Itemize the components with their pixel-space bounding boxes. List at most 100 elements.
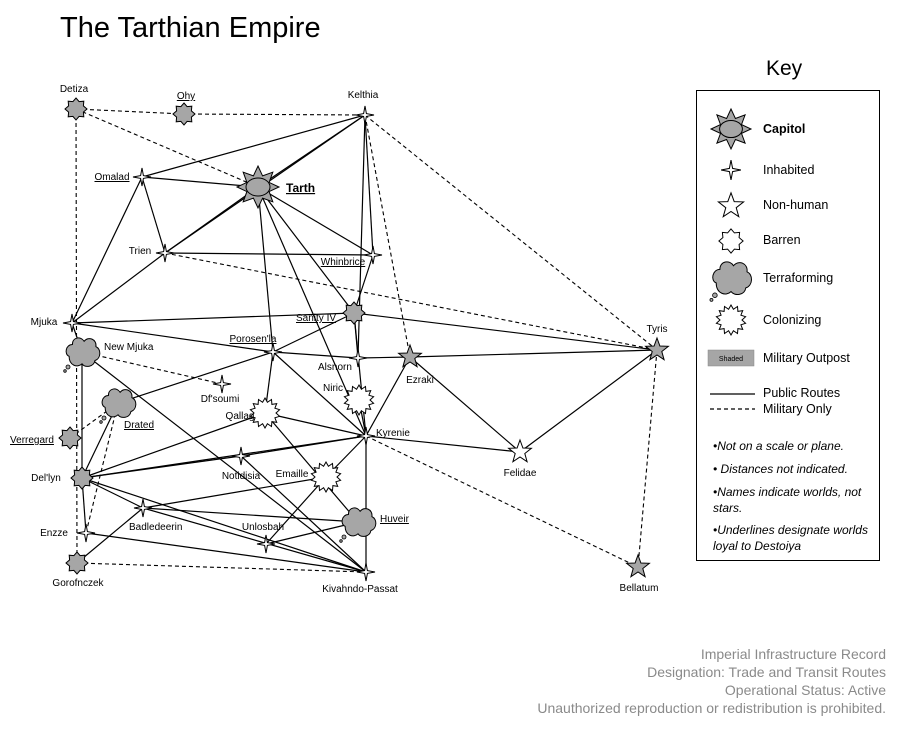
world-label: Gorofnczek	[52, 578, 104, 589]
public-route-line	[141, 176, 166, 254]
world-label: Felidae	[504, 468, 537, 479]
nonhuman-world-icon	[397, 343, 423, 368]
world-ezraki: Ezraki	[397, 343, 434, 386]
barren-world-icon	[342, 301, 366, 325]
public-route-line	[519, 349, 658, 453]
public-route-line	[409, 356, 521, 453]
public-route-line	[141, 176, 259, 188]
public-route-line	[142, 476, 327, 509]
public-route-line	[81, 455, 242, 479]
world-felidae: Felidae	[504, 438, 537, 479]
world-label: Verregard	[10, 435, 54, 446]
key-inhabited-icon	[721, 160, 741, 180]
world-label: Emaille	[276, 469, 309, 480]
public-route-line	[117, 351, 274, 404]
key-military-outpost-label: Military Outpost	[763, 351, 850, 365]
key-terraforming-icon	[709, 261, 752, 302]
key-nonhuman-label: Non-human	[763, 198, 829, 212]
world-notidisia: Notidisia	[222, 446, 261, 482]
inhabited-world-icon	[231, 446, 251, 466]
world-label: Badledeerin	[129, 522, 182, 533]
nonhuman-world-icon	[625, 553, 651, 578]
world-label: Del'lyn	[31, 473, 61, 484]
footer-line: Designation: Trade and Transit Routes	[647, 664, 886, 680]
military-route-line	[364, 114, 411, 358]
key-terraforming-label: Terraforming	[763, 271, 834, 285]
terraforming-world-icon	[339, 507, 377, 543]
key-legend	[696, 90, 880, 561]
key-public-routes-label: Public Routes	[763, 386, 841, 400]
world-kyrenie: Kyrenie	[356, 426, 410, 446]
public-route-line	[81, 412, 266, 479]
public-route-line	[141, 114, 366, 178]
barren-world-icon	[172, 102, 196, 126]
public-route-line	[71, 312, 355, 324]
public-route-line	[240, 435, 367, 457]
world-label: Whinbrice	[321, 257, 366, 268]
world-label: Mjuka	[31, 317, 58, 328]
inhabited-world-icon	[355, 105, 375, 125]
terraforming-world-icon	[63, 337, 101, 373]
world-qallag: Qallag	[226, 396, 281, 430]
inhabited-world-icon	[62, 313, 82, 333]
key-capitol-label: Capitol	[763, 122, 806, 136]
world-whinbrice: Whinbrice	[321, 245, 383, 268]
key-note: •Names indicate worlds, not stars.	[713, 485, 862, 515]
military-route-line	[75, 108, 259, 188]
footer-line: Unauthorized reproduction or redistribut…	[537, 700, 886, 716]
key-barren-label: Barren	[763, 233, 801, 247]
world-mjuka: Mjuka	[31, 313, 82, 333]
public-route-line	[81, 351, 367, 573]
world-label: Enzze	[40, 528, 68, 539]
inhabited-world-icon	[256, 534, 276, 554]
key-note: •Underlines designate worlds loyal to De…	[713, 523, 868, 553]
key-barren-icon	[718, 228, 744, 254]
world-unlosbah: Unlosbah	[242, 522, 284, 554]
key-nonhuman-icon	[717, 191, 745, 218]
public-route-line	[357, 114, 366, 359]
world-label: Ohy	[177, 91, 195, 102]
world-label: Tyris	[646, 324, 667, 335]
key-shaded-chip-label: Shaded	[719, 356, 743, 363]
colonizing-world-icon	[249, 396, 281, 430]
public-route-line	[164, 186, 259, 254]
military-route-line	[637, 349, 658, 568]
key-note: • Distances not indicated.	[713, 462, 848, 476]
key-colonizing-label: Colonizing	[763, 313, 822, 327]
public-route-line	[76, 507, 144, 564]
public-route-line	[257, 186, 374, 256]
world-badledeerin: Badledeerin	[129, 498, 182, 533]
world-kivahndo: Kivahndo-Passat	[322, 562, 398, 595]
barren-world-icon	[64, 97, 88, 121]
world-label: Kivahndo-Passat	[322, 584, 398, 595]
world-gorofnczek: Gorofnczek	[52, 551, 105, 589]
public-route-line	[365, 356, 411, 437]
inhabited-world-icon	[132, 167, 152, 187]
world-sanity: Sanity IV	[296, 301, 366, 325]
key-symbols: Shaded	[707, 107, 755, 410]
public-route-line	[257, 186, 355, 314]
world-label: Trien	[129, 246, 151, 257]
world-label: Niric	[323, 383, 343, 394]
world-alsnorn: Alsnorn	[318, 348, 368, 373]
world-label: Sanity IV	[296, 313, 336, 324]
inhabited-world-icon	[133, 498, 153, 518]
public-route-line	[71, 322, 274, 353]
world-niric: Niric	[323, 383, 375, 417]
public-route-line	[265, 476, 327, 545]
public-route-line	[353, 312, 367, 437]
inhabited-world-icon	[76, 523, 96, 543]
inhabited-world-icon	[356, 426, 376, 446]
world-porosen: Porosen'la	[230, 334, 283, 362]
key-capitol-icon	[709, 107, 753, 151]
route-layer	[69, 108, 658, 573]
footer-record: Imperial Infrastructure Record Designati…	[537, 645, 886, 717]
key-heading: Key	[766, 57, 803, 80]
world-omalad: Omalad	[94, 167, 152, 187]
world-label: Notidisia	[222, 471, 261, 482]
public-route-line	[81, 477, 144, 509]
key-military-only-label: Military Only	[763, 402, 832, 416]
world-drated: Drated	[99, 388, 154, 431]
public-route-line	[71, 252, 166, 324]
